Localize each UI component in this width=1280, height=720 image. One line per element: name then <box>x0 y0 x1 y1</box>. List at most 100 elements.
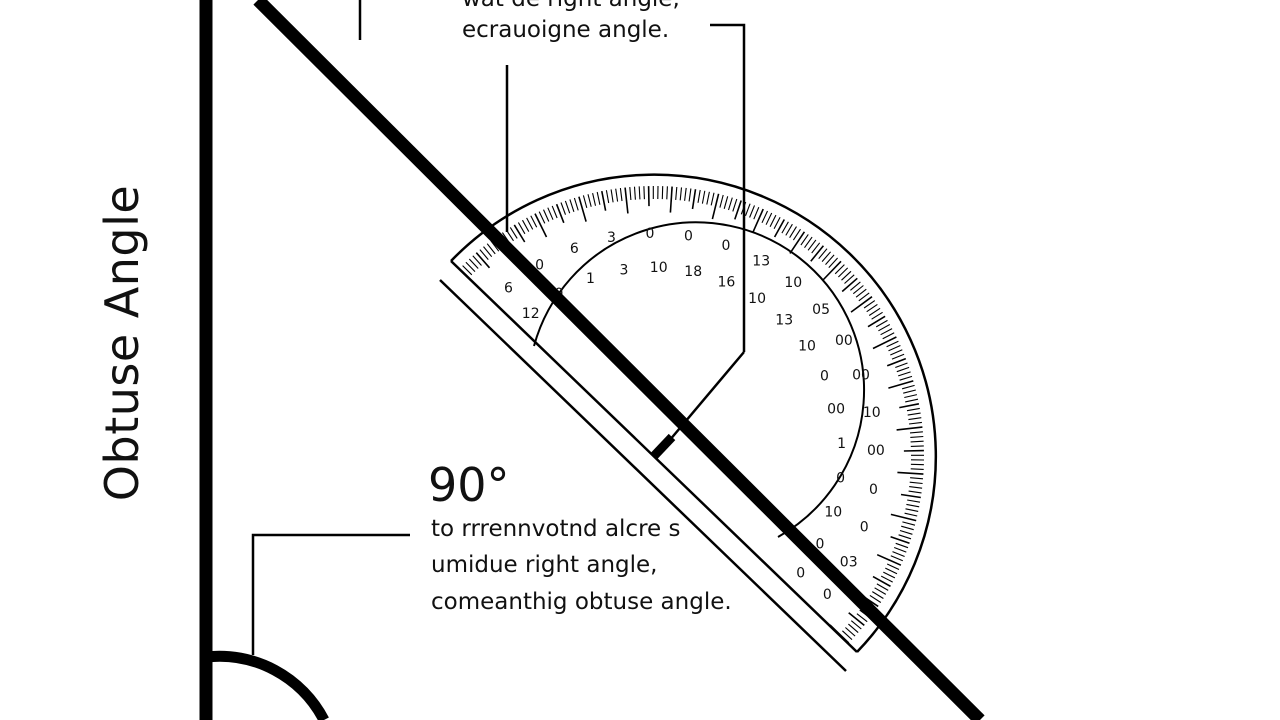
protractor-tick <box>848 612 865 627</box>
protractor-tick <box>880 575 893 583</box>
protractor-tick <box>910 435 924 438</box>
protractor-tick <box>908 490 922 494</box>
protractor-tick <box>666 186 668 200</box>
protractor-label: 6 <box>570 241 579 257</box>
protractor-tick <box>509 227 518 239</box>
protractor-label: 12 <box>522 306 540 322</box>
protractor-tick <box>669 186 673 213</box>
protractor-tick <box>850 281 861 291</box>
protractor-tick <box>910 477 924 480</box>
protractor-tick <box>619 188 623 202</box>
protractor-tick <box>821 251 832 262</box>
protractor-label: 13 <box>752 254 770 270</box>
protractor-tick <box>684 187 687 201</box>
protractor-label: 13 <box>775 312 793 328</box>
protractor-tick <box>855 288 867 298</box>
protractor-tick <box>701 190 706 204</box>
protractor-tick <box>792 228 801 241</box>
protractor-tick <box>890 349 903 356</box>
leader-line-arc <box>251 533 410 655</box>
protractor-label: 3 <box>607 230 616 246</box>
protractor-tick <box>882 332 895 340</box>
protractor-tick <box>869 594 882 603</box>
protractor-tick <box>885 567 898 575</box>
protractor-tick <box>761 210 768 224</box>
protractor-tick <box>547 207 554 220</box>
protractor-tick <box>908 417 922 421</box>
protractor-label: 0 <box>836 471 845 487</box>
protractor-tick <box>910 468 924 470</box>
protractor-label: 0 <box>869 482 878 498</box>
protractor-tick <box>895 542 909 549</box>
protractor-inner-arc <box>533 221 866 538</box>
top-caption-line-1: wat de right angle, <box>462 0 680 12</box>
protractor-tick <box>899 375 913 381</box>
protractor-tick <box>734 200 742 220</box>
protractor-tick <box>513 224 526 243</box>
protractor-label: 3 <box>620 262 629 278</box>
protractor-tick <box>897 471 924 475</box>
protractor-tick <box>458 268 479 288</box>
protractor-label: 00 <box>835 333 853 349</box>
protractor-tick <box>874 587 887 595</box>
protractor-tick <box>555 203 565 224</box>
protractor-label: 1 <box>837 436 846 452</box>
protractor-tick <box>886 340 899 348</box>
protractor-tick <box>601 190 607 211</box>
protractor-tick <box>876 553 902 566</box>
protractor-label: 10 <box>824 505 842 521</box>
protractor-tick <box>844 274 855 284</box>
protractor-tick <box>822 260 842 281</box>
protractor-tick <box>896 426 923 431</box>
protractor-tick <box>751 208 764 234</box>
protractor-tick <box>804 236 813 249</box>
protractor-label: 0 <box>820 369 829 385</box>
protractor-tick <box>856 613 868 623</box>
diagonal-ray <box>253 0 985 720</box>
protractor-label: 0 <box>860 519 869 535</box>
protractor-tick <box>904 394 918 399</box>
caption-line-2: umidue right angle, <box>431 552 658 578</box>
vertical-title: Obtuse Angle <box>95 184 149 502</box>
protractor-tick <box>895 362 908 369</box>
protractor-label: 00 <box>827 402 845 418</box>
protractor-label: 18 <box>684 264 702 280</box>
protractor-tick <box>886 357 907 367</box>
protractor-tick <box>719 194 724 208</box>
protractor-tick <box>706 191 710 205</box>
protractor-tick <box>871 311 883 320</box>
protractor-tick <box>888 344 901 352</box>
caption-line-1: to rrrennvotnd alcre s <box>431 516 681 542</box>
protractor-label: 10 <box>748 291 766 307</box>
protractor-tick <box>906 407 920 412</box>
protractor-tick <box>858 292 870 302</box>
top-caption-line-2: ecrauoigne angle. <box>462 17 670 43</box>
protractor-tick <box>852 285 864 295</box>
protractor-tick <box>890 555 904 562</box>
protractor-tick <box>629 187 632 201</box>
protractor-tick <box>901 384 915 390</box>
protractor-tick <box>530 215 538 228</box>
protractor-tick <box>842 630 853 641</box>
protractor-tick <box>753 206 760 220</box>
protractor-tick <box>867 315 886 328</box>
protractor-tick <box>785 223 793 236</box>
protractor-tick <box>910 440 924 443</box>
protractor-tick <box>781 221 789 234</box>
protractor-tick <box>905 508 919 512</box>
protractor-tick <box>899 403 920 409</box>
leader-line-top-right <box>710 23 746 352</box>
protractor-tick <box>765 212 773 225</box>
protractor-label: 0 <box>815 537 824 553</box>
protractor-tick <box>872 336 897 350</box>
protractor-tick <box>688 188 692 202</box>
protractor-tick <box>534 213 548 238</box>
protractor-tick <box>898 371 911 377</box>
protractor-tick <box>560 202 567 215</box>
protractor-label: 05 <box>812 302 830 318</box>
protractor-tick <box>909 481 923 485</box>
protractor-tick <box>732 198 738 212</box>
protractor-tick <box>880 328 893 336</box>
protractor-tick <box>542 209 550 222</box>
protractor-tick <box>633 186 636 200</box>
